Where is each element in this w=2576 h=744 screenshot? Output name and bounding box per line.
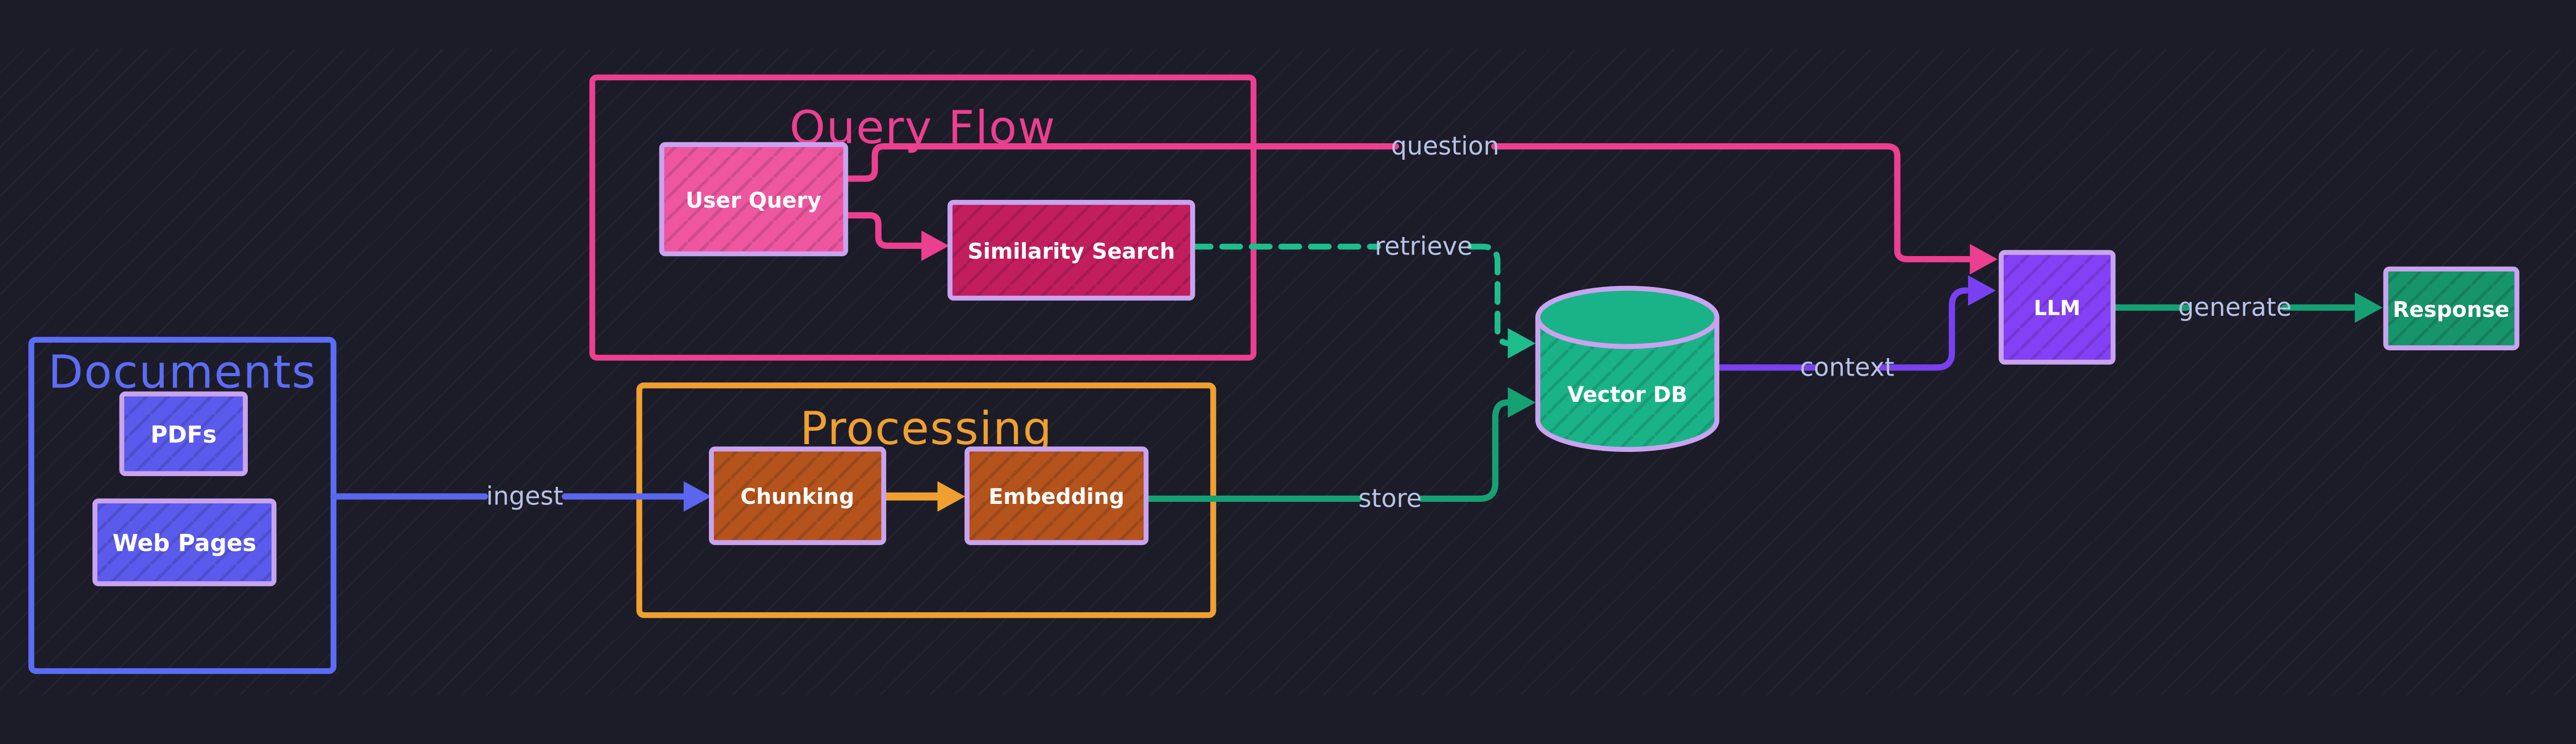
web-pages-label: Web Pages — [112, 529, 256, 556]
response-label: Response — [2393, 297, 2510, 322]
question-label: question — [1391, 132, 1499, 161]
vector-db-label: Vector DB — [1567, 382, 1687, 407]
user-query-to-similarity-line — [842, 212, 924, 249]
documents-group-title: Documents — [48, 346, 316, 399]
retrieve-label: retrieve — [1375, 232, 1472, 261]
node-chunking[interactable]: Chunking — [708, 446, 887, 545]
edge-question[interactable]: question — [842, 132, 1998, 275]
context-line — [1714, 287, 1970, 371]
similarity-search-label: Similarity Search — [968, 239, 1175, 264]
embedding-label: Embedding — [989, 484, 1125, 509]
retrieve-arrowhead — [1507, 328, 1536, 359]
processing-group-title: Processing — [800, 402, 1053, 455]
user-query-to-similarity-arrowhead — [921, 230, 950, 261]
vector-db-top — [1535, 285, 1720, 349]
edge-ingest[interactable]: ingest — [330, 481, 711, 512]
node-llm[interactable]: LLM — [1998, 250, 2116, 365]
query-flow-group-border — [589, 74, 1257, 361]
ingest-label: ingest — [486, 482, 564, 511]
pdfs-label: PDFs — [150, 421, 216, 448]
node-pdfs[interactable]: PDFs — [119, 391, 248, 477]
node-embedding[interactable]: Embedding — [964, 446, 1149, 545]
generate-arrowhead — [2354, 292, 2383, 323]
llm-label: LLM — [2034, 297, 2081, 320]
store-arrowhead — [1507, 387, 1536, 418]
user-query-label: User Query — [686, 188, 821, 213]
store-label: store — [1359, 484, 1422, 513]
edge-retrieve[interactable]: retrieve — [1190, 232, 1536, 359]
context-label: context — [1800, 353, 1894, 382]
node-vector-db[interactable]: Vector DB — [1535, 285, 1720, 452]
chunking-label: Chunking — [740, 484, 854, 509]
context-arrowhead — [1968, 275, 1996, 306]
node-response[interactable]: Response — [2383, 266, 2520, 350]
node-web-pages[interactable]: Web Pages — [92, 498, 277, 586]
store-line — [1143, 399, 1511, 502]
edge-user-query-to-similarity[interactable] — [842, 212, 950, 261]
retrieve-line — [1190, 244, 1513, 347]
generate-label: generate — [2178, 293, 2292, 322]
edge-context[interactable]: context — [1714, 275, 1996, 382]
edge-store[interactable]: store — [1143, 387, 1536, 513]
node-user-query[interactable]: User Query — [659, 142, 849, 257]
canvas-background — [0, 48, 2576, 696]
group-documents[interactable]: Documents — [28, 336, 337, 674]
edge-generate[interactable]: generate — [2110, 292, 2383, 323]
question-arrowhead — [1970, 244, 1998, 275]
node-similarity-search[interactable]: Similarity Search — [947, 199, 1195, 301]
question-line — [842, 143, 1972, 263]
documents-group-border — [28, 336, 337, 674]
edge-chunking-to-embedding[interactable] — [879, 481, 965, 512]
ingest-arrowhead — [683, 481, 711, 512]
chunking-to-embedding-arrowhead — [937, 481, 965, 512]
